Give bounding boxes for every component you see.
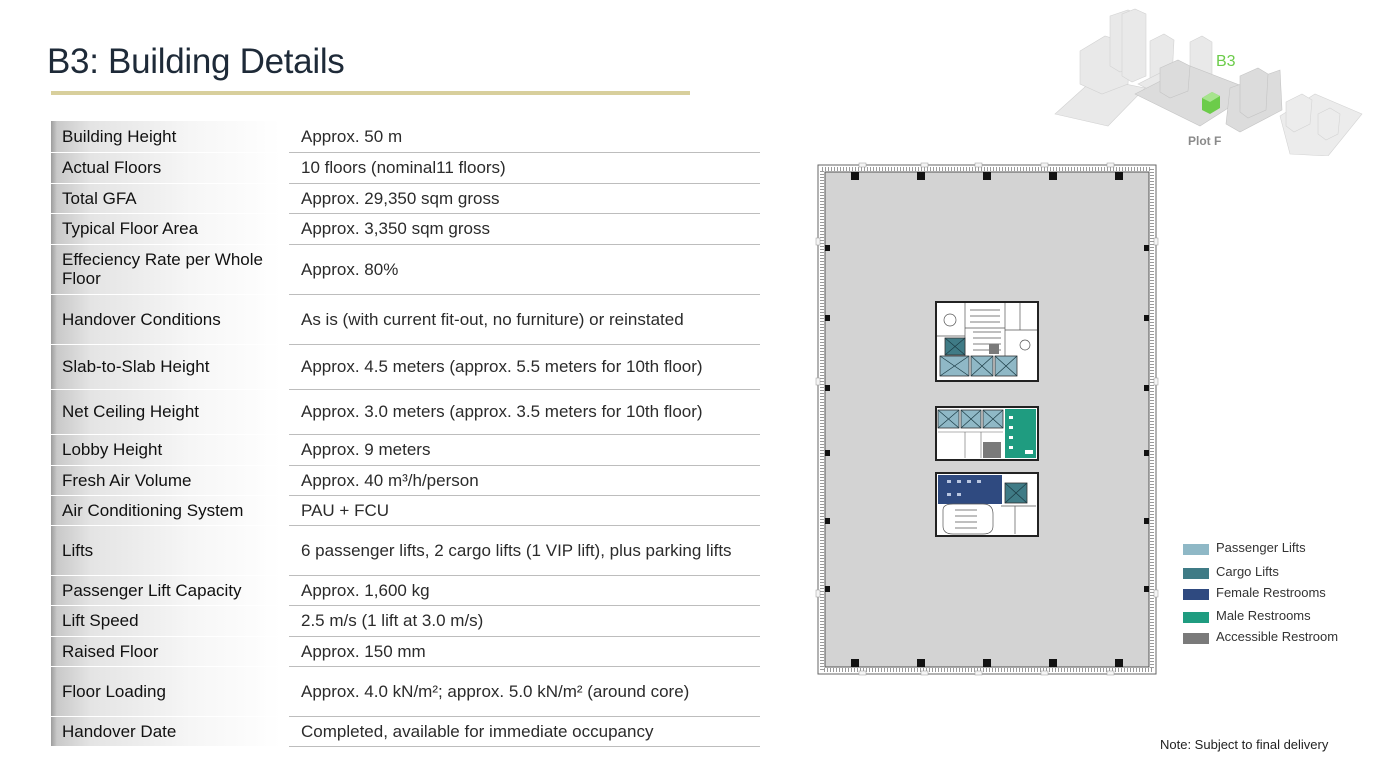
spec-value: Completed, available for immediate occup…: [289, 716, 760, 747]
spec-value: PAU + FCU: [289, 495, 760, 526]
site-key-map: B3 Plot F: [1054, 8, 1363, 156]
spec-label: Total GFA: [51, 183, 289, 214]
spec-label: Air Conditioning System: [51, 495, 289, 526]
spec-value: Approx. 29,350 sqm gross: [289, 183, 760, 214]
legend-label: Passenger Lifts: [1216, 540, 1306, 555]
legend-swatch: [1183, 612, 1209, 623]
spec-value: Approx. 3.0 meters (approx. 3.5 meters f…: [289, 389, 760, 435]
spec-value: Approx. 150 mm: [289, 636, 760, 667]
legend-label: Female Restrooms: [1216, 585, 1326, 600]
legend-label: Cargo Lifts: [1216, 564, 1279, 579]
core-lower: [935, 472, 1039, 537]
core-upper: [935, 301, 1039, 382]
legend-swatch: [1183, 568, 1209, 579]
spec-value: 10 floors (nominal11 floors): [289, 152, 760, 184]
spec-value: Approx. 80%: [289, 244, 760, 295]
spec-value: Approx. 1,600 kg: [289, 575, 760, 606]
title-underline: [51, 91, 690, 95]
spec-label: Building Height: [51, 121, 289, 153]
legend-swatch: [1183, 589, 1209, 600]
plot-label: Plot F: [1188, 134, 1221, 148]
spec-value: As is (with current fit-out, no furnitur…: [289, 294, 760, 345]
spec-value: Approx. 3,350 sqm gross: [289, 213, 760, 245]
spec-label: Raised Floor: [51, 636, 289, 667]
b3-highlight-building: [1202, 92, 1220, 114]
legend-label: Male Restrooms: [1216, 608, 1311, 623]
spec-value: Approx. 4.0 kN/m²; approx. 5.0 kN/m² (ar…: [289, 666, 760, 717]
floor-plan: [815, 162, 1159, 676]
spec-label: Net Ceiling Height: [51, 389, 289, 435]
spec-label: Handover Date: [51, 716, 289, 747]
spec-label: Lift Speed: [51, 605, 289, 637]
spec-label: Fresh Air Volume: [51, 465, 289, 496]
page-title: B3: Building Details: [47, 42, 345, 81]
spec-value: 2.5 m/s (1 lift at 3.0 m/s): [289, 605, 760, 637]
spec-value: 6 passenger lifts, 2 cargo lifts (1 VIP …: [289, 525, 760, 576]
spec-label: Handover Conditions: [51, 294, 289, 345]
legend-swatch: [1183, 633, 1209, 644]
spec-value: Approx. 4.5 meters (approx. 5.5 meters f…: [289, 344, 760, 390]
spec-label: Actual Floors: [51, 152, 289, 184]
spec-label: Effeciency Rate per Whole Floor: [51, 244, 289, 295]
spec-label: Passenger Lift Capacity: [51, 575, 289, 606]
spec-value: Approx. 9 meters: [289, 434, 760, 466]
legend-label: Accessible Restroom: [1216, 629, 1339, 644]
spec-label: Lifts: [51, 525, 289, 576]
footnote: Note: Subject to final delivery: [1160, 737, 1329, 752]
core-middle: [935, 406, 1039, 461]
spec-label: Lobby Height: [51, 434, 289, 466]
spec-value: Approx. 50 m: [289, 121, 760, 153]
legend-swatch: [1183, 544, 1209, 555]
spec-label: Typical Floor Area: [51, 213, 289, 245]
spec-label: Slab-to-Slab Height: [51, 344, 289, 390]
spec-value: Approx. 40 m³/h/person: [289, 465, 760, 496]
b3-label: B3: [1216, 53, 1236, 70]
spec-label: Floor Loading: [51, 666, 289, 717]
